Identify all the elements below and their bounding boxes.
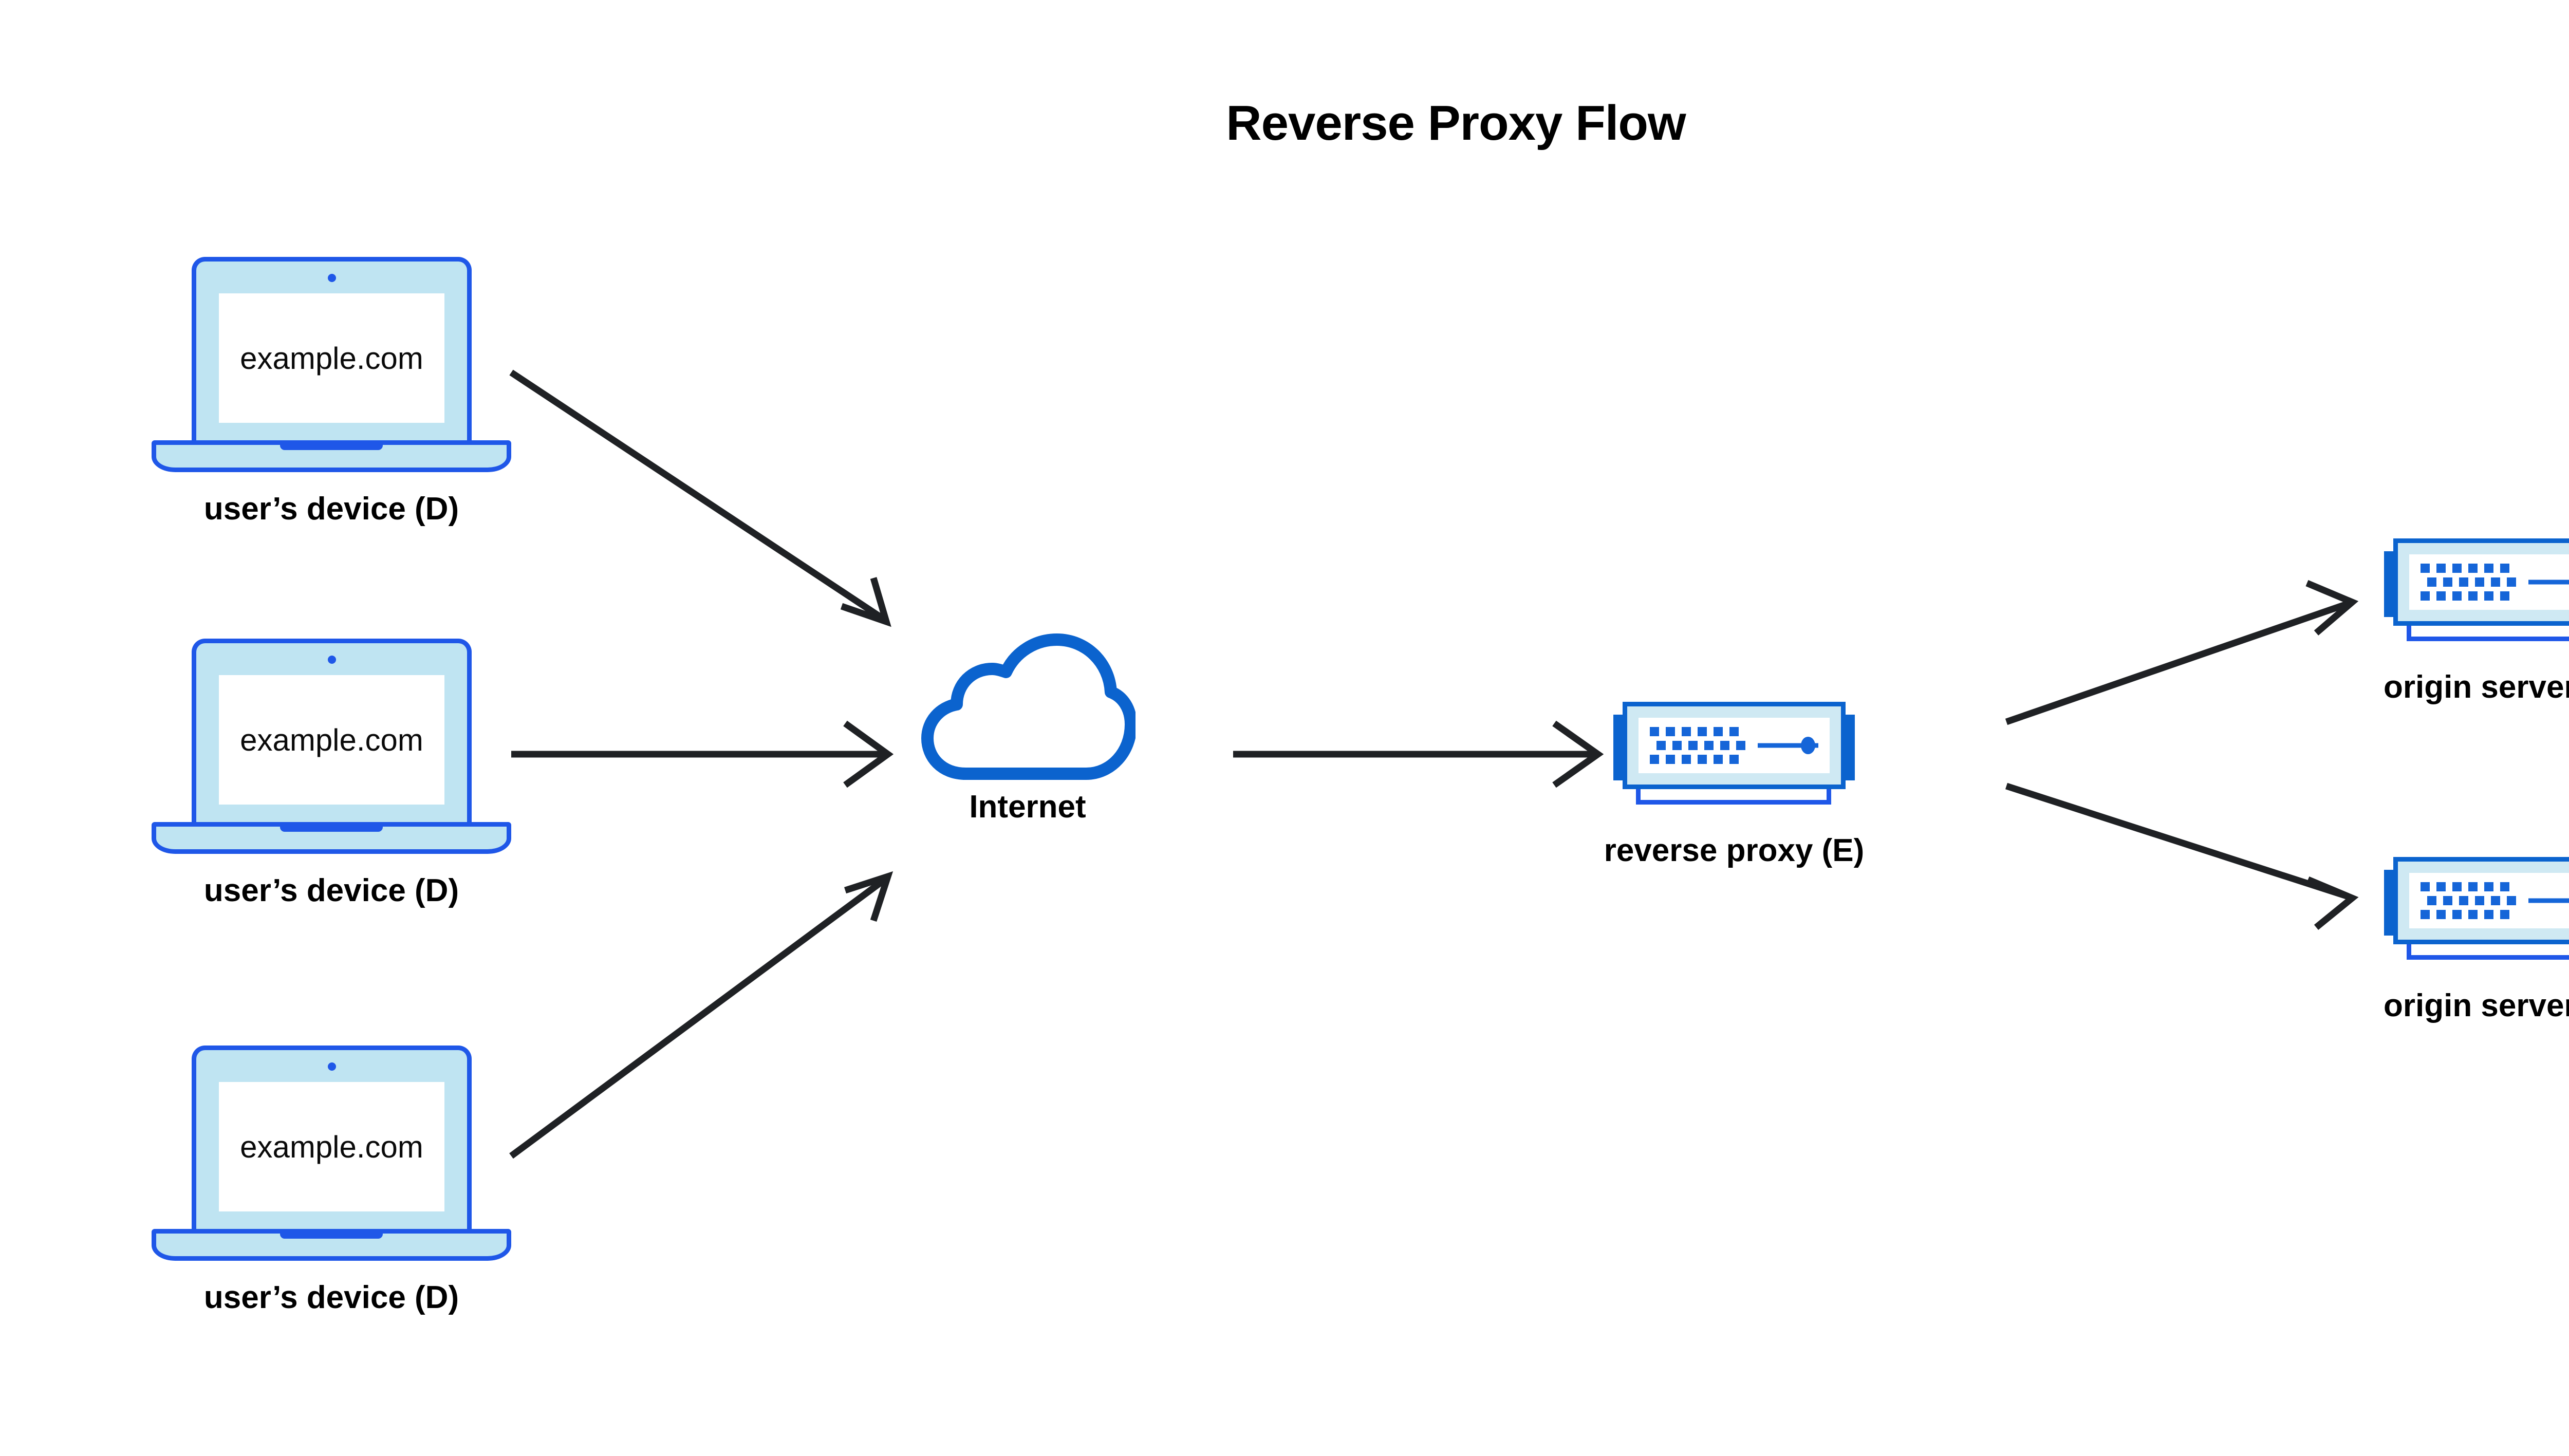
node-origin-server-2[interactable]: origin server (F) bbox=[2384, 853, 2569, 1023]
node-user-device-2[interactable]: example.com user’s device (D) bbox=[152, 639, 511, 926]
node-reverse-proxy[interactable]: reverse proxy (E) bbox=[1604, 698, 1864, 868]
arrow-reverse-proxy-to-origin1 bbox=[2005, 580, 2359, 725]
webcam-icon bbox=[327, 274, 336, 282]
server-port-grid bbox=[1650, 727, 1745, 764]
laptop-lid: example.com bbox=[192, 257, 472, 448]
page-title: Reverse Proxy Flow bbox=[1226, 96, 1686, 151]
server-icon bbox=[1613, 698, 1855, 811]
server-shelf bbox=[2407, 625, 2569, 641]
server-status-led bbox=[1801, 737, 1815, 754]
server-shelf bbox=[2407, 943, 2569, 960]
server-icon bbox=[2384, 534, 2569, 647]
server-panel bbox=[2409, 554, 2569, 610]
server-body bbox=[2393, 538, 2569, 626]
laptop-icon: example.com bbox=[152, 639, 511, 860]
node-label-origin-server-1: origin server (F) bbox=[2384, 669, 2569, 705]
server-slot-line bbox=[1758, 743, 1818, 748]
node-user-device-1[interactable]: example.com user’s device (D) bbox=[152, 257, 511, 545]
node-origin-server-1[interactable]: origin server (F) bbox=[2384, 534, 2569, 705]
node-label-origin-server-2: origin server (F) bbox=[2384, 988, 2569, 1023]
arrow-device2-to-internet bbox=[511, 720, 894, 788]
laptop-screen: example.com bbox=[219, 1082, 444, 1211]
screen-url-text: example.com bbox=[240, 1129, 423, 1164]
screen-url-text: example.com bbox=[240, 341, 423, 376]
arrow-reverse-proxy-to-origin2 bbox=[2005, 782, 2359, 930]
webcam-icon bbox=[327, 656, 336, 664]
server-shelf bbox=[1636, 788, 1831, 805]
server-slot-line bbox=[2528, 580, 2569, 585]
laptop-screen: example.com bbox=[219, 293, 444, 423]
node-user-device-3[interactable]: example.com user’s device (D) bbox=[152, 1046, 511, 1333]
laptop-notch bbox=[280, 822, 383, 832]
server-slot-line bbox=[2528, 898, 2569, 903]
node-label-internet: Internet bbox=[969, 789, 1086, 825]
node-label-reverse-proxy: reverse proxy (E) bbox=[1604, 833, 1865, 868]
laptop-icon: example.com bbox=[152, 1046, 511, 1266]
cloud-icon bbox=[920, 632, 1135, 786]
arrow-internet-to-reverse-proxy bbox=[1233, 720, 1604, 788]
server-panel bbox=[2409, 873, 2569, 928]
server-icon bbox=[2384, 853, 2569, 966]
screen-url-text: example.com bbox=[240, 722, 423, 757]
node-label-user-device-1: user’s device (D) bbox=[203, 491, 459, 527]
arrow-device3-to-internet bbox=[509, 871, 893, 1159]
server-panel bbox=[1639, 718, 1830, 773]
laptop-notch bbox=[280, 440, 383, 450]
laptop-notch bbox=[280, 1229, 383, 1239]
server-body bbox=[1623, 702, 1846, 789]
node-internet[interactable]: Internet bbox=[920, 632, 1135, 848]
server-port-grid bbox=[2421, 564, 2516, 601]
node-label-user-device-2: user’s device (D) bbox=[203, 873, 459, 908]
laptop-icon: example.com bbox=[152, 257, 511, 478]
laptop-screen: example.com bbox=[219, 675, 444, 805]
webcam-icon bbox=[327, 1062, 336, 1071]
laptop-lid: example.com bbox=[192, 1046, 472, 1237]
laptop-lid: example.com bbox=[192, 639, 472, 830]
server-port-grid bbox=[2421, 882, 2516, 919]
server-body bbox=[2393, 857, 2569, 944]
arrow-device1-to-internet bbox=[509, 369, 891, 627]
node-label-user-device-3: user’s device (D) bbox=[203, 1280, 459, 1315]
